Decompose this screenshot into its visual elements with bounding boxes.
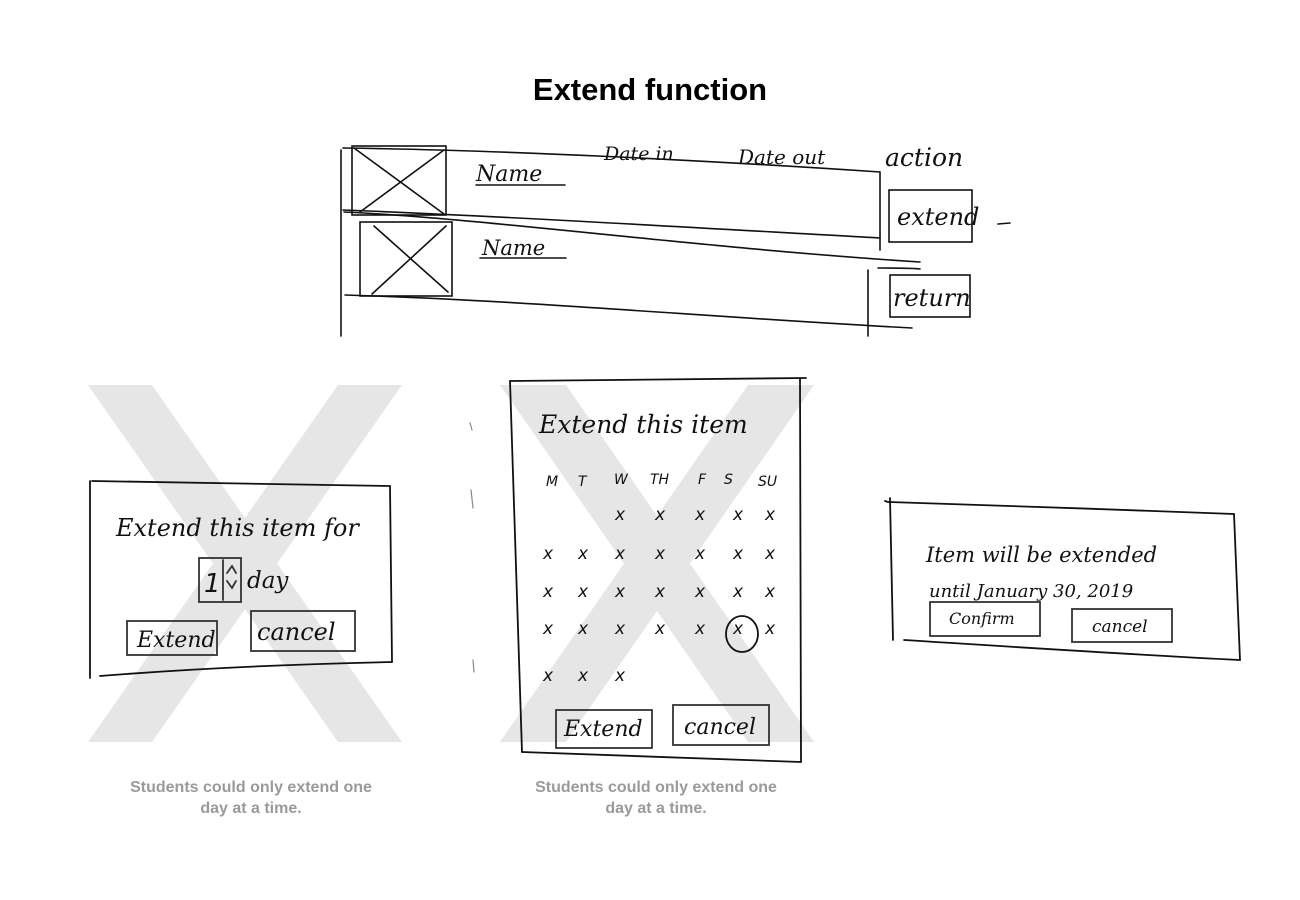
rejected-x-mark-calendar bbox=[500, 385, 814, 742]
extend-button-sketch bbox=[888, 189, 973, 243]
calendar-day-cell: x bbox=[732, 544, 744, 564]
header-date-out: Date out bbox=[737, 145, 826, 169]
calendar-day-cell: x bbox=[614, 544, 626, 564]
calendar-day-cell: x bbox=[694, 544, 706, 564]
cancel-button-label: cancel bbox=[1092, 617, 1148, 637]
calendar-day-cell: x bbox=[542, 619, 554, 639]
calendar-day-cell: x bbox=[694, 619, 706, 639]
cancel-button-label: cancel bbox=[257, 618, 336, 646]
row-name-label: Name bbox=[481, 236, 545, 260]
cancel-button-label: cancel bbox=[684, 715, 756, 740]
calendar-day-cell: x bbox=[764, 582, 776, 602]
table-sketch bbox=[340, 145, 1011, 337]
return-button-label: return bbox=[893, 284, 971, 312]
stepper-value: 1 bbox=[204, 569, 221, 599]
calendar-day-cell: x bbox=[654, 505, 666, 525]
calendar-day-cell: x bbox=[654, 619, 666, 639]
page-title: Extend function bbox=[532, 72, 768, 107]
cancel-button-sketch bbox=[250, 610, 356, 652]
weekday-label: S bbox=[724, 472, 733, 488]
row-name-label: Name bbox=[475, 162, 542, 187]
calendar-day-cell: x bbox=[577, 619, 589, 639]
calendar-day-cell: x bbox=[542, 544, 554, 564]
calendar-day-cell: x bbox=[764, 544, 776, 564]
confirm-button-sketch bbox=[929, 601, 1041, 637]
dialog-extend-days bbox=[89, 480, 393, 679]
weekday-label: F bbox=[698, 472, 707, 488]
confirm-message-line1: Item will be extended bbox=[925, 543, 1157, 567]
thumbnail-placeholder-icon bbox=[359, 221, 453, 297]
calendar-day-cell: x bbox=[732, 505, 744, 525]
calendar-day-cell: x bbox=[764, 505, 776, 525]
stepper-unit: day bbox=[247, 568, 289, 594]
extend-button-label: Extend bbox=[136, 628, 216, 653]
calendar-prompt: Extend this item bbox=[538, 410, 748, 439]
calendar-day-cell: x bbox=[614, 666, 626, 686]
calendar-day-cell: x bbox=[614, 505, 626, 525]
stepper-sketch bbox=[198, 557, 242, 603]
calendar-day-cell: x bbox=[694, 505, 706, 525]
weekday-header-row: M T W TH F S SU bbox=[546, 472, 777, 490]
header-date-in: Date in bbox=[603, 143, 674, 165]
calendar-day-cell: x bbox=[614, 582, 626, 602]
calendar-day-cell: x bbox=[614, 619, 626, 639]
extend-button-label: extend bbox=[897, 203, 979, 231]
calendar-day-cell: x bbox=[542, 582, 554, 602]
confirm-button-label: Confirm bbox=[949, 609, 1015, 628]
selected-day-circle bbox=[725, 615, 759, 653]
header-action: action bbox=[885, 143, 963, 172]
weekday-label: SU bbox=[758, 474, 777, 490]
calendar-day-cell: x bbox=[654, 544, 666, 564]
rejection-caption: Students could only extend one day at a … bbox=[535, 779, 777, 817]
thumbnail-placeholder-icon bbox=[351, 145, 447, 216]
rejection-caption: Students could only extend one day at a … bbox=[130, 779, 372, 817]
cancel-button-sketch bbox=[1071, 608, 1173, 643]
weekday-label: TH bbox=[650, 472, 670, 488]
dialog-confirm bbox=[884, 497, 1241, 661]
weekday-label: T bbox=[578, 474, 588, 490]
extend-button-label: Extend bbox=[563, 717, 643, 742]
weekday-label: M bbox=[546, 474, 558, 490]
calendar-day-cell: x bbox=[764, 619, 776, 639]
cancel-button-sketch bbox=[672, 704, 770, 746]
rejected-x-mark-days bbox=[88, 385, 402, 742]
confirm-message-line2: until January 30, 2019 bbox=[929, 581, 1133, 602]
calendar-day-cell: x bbox=[654, 582, 666, 602]
calendar-day-cell: x bbox=[577, 666, 589, 686]
extend-button-sketch bbox=[555, 709, 653, 749]
calendar-day-cell: x bbox=[732, 619, 744, 639]
dialog-calendar bbox=[469, 377, 807, 763]
extend-button-sketch bbox=[126, 620, 218, 656]
return-button-sketch bbox=[889, 274, 971, 318]
weekday-label: W bbox=[614, 472, 629, 488]
calendar-day-cell: x bbox=[542, 666, 554, 686]
dialog-prompt: Extend this item for bbox=[115, 514, 360, 542]
calendar-day-cell: x bbox=[577, 582, 589, 602]
calendar-day-cell: x bbox=[694, 582, 706, 602]
calendar-day-cell: x bbox=[577, 544, 589, 564]
calendar-day-cell: x bbox=[732, 582, 744, 602]
